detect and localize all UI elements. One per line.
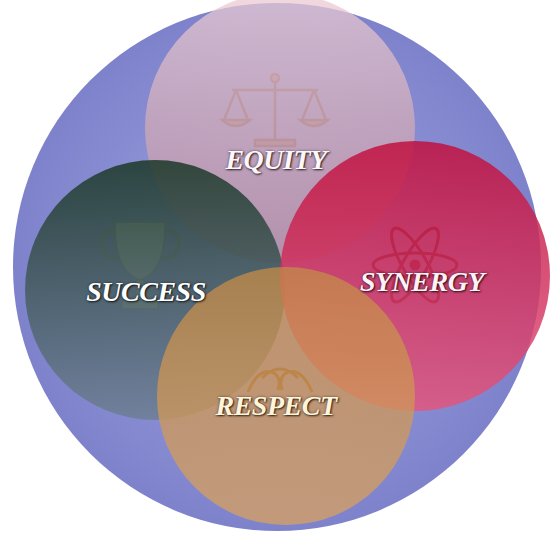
circle-label: SYNERGY bbox=[360, 267, 484, 298]
circle-label: EQUITY bbox=[225, 145, 326, 176]
circle-label: RESPECT bbox=[216, 391, 337, 422]
circle-label: SUCCESS bbox=[86, 277, 205, 308]
circle-fill bbox=[157, 267, 415, 525]
